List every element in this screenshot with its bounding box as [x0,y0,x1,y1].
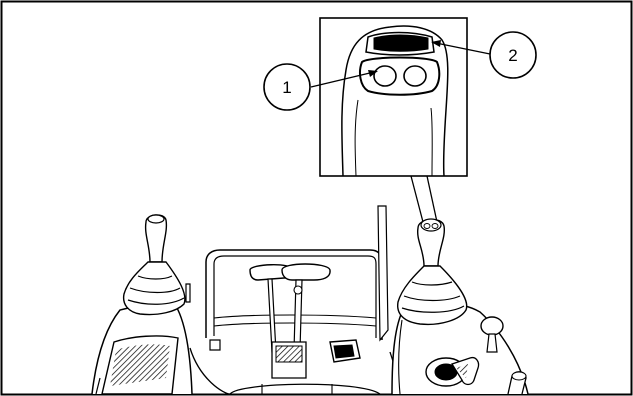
lever-base-shade [276,346,302,362]
left-pedal-stub [210,340,220,350]
seat-front [230,384,380,394]
inset-leader-left [411,176,423,222]
throttle-knob-stem [487,334,497,352]
right-joystick [398,219,467,324]
button-panel [360,58,439,95]
center-frame [206,250,382,340]
door-post [378,206,388,340]
left-joystick-boot [124,262,185,315]
right-joystick-button-1 [424,224,430,229]
travel-lever-right-handle [282,264,330,280]
right-button [404,66,426,86]
top-switch [374,35,428,51]
right-cylinder-top [512,372,526,380]
right-joystick-boot [398,266,467,324]
right-joystick-button-2 [432,224,438,229]
inset-leader-right [427,176,437,222]
left-joystick-cap [148,215,164,223]
center-pedal-face [334,345,354,358]
detail-inset [320,18,467,176]
travel-lever-right [282,264,330,350]
left-rod [186,284,190,302]
callout-1-label: 1 [282,78,291,97]
left-joystick [124,215,185,315]
left-button [374,66,396,86]
throttle-knob-head [481,317,503,335]
ignition-switch [426,358,479,386]
travel-lever-right-joint [294,286,302,294]
callout-2-label: 2 [508,46,517,65]
